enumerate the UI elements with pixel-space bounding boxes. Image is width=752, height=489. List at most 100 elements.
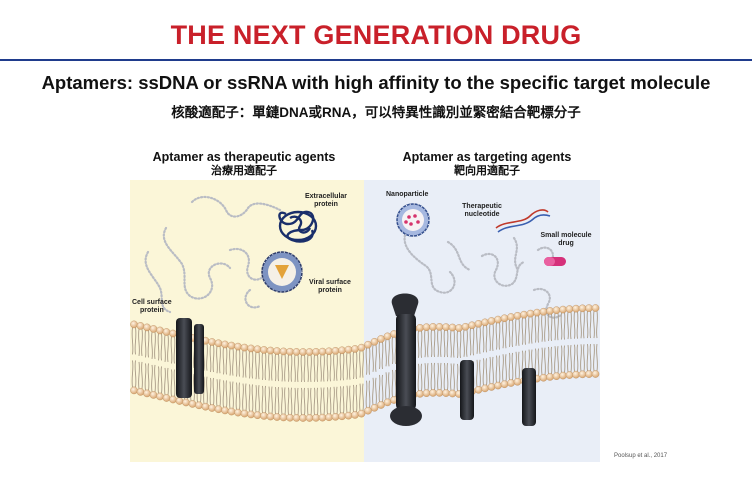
lipid-head [578,304,587,313]
lipid-tail [443,363,446,391]
lipid-tail [251,351,254,379]
lipid-head [201,402,210,411]
lipid-tail [222,347,225,375]
therapeutic-nucleotide [495,209,551,233]
lipid-tail [281,354,283,382]
lipid-head [416,324,424,332]
therapeutic-heading-chinese: 治療用適配子 [211,165,277,177]
lipid-tail [593,343,595,372]
lipid-head [266,346,275,355]
lipid-tail [209,344,212,373]
lipid-tail [430,329,433,357]
lipid-tail [238,382,241,410]
lipid-tail [290,354,293,382]
lipid-head [591,304,600,312]
lipid-tail [307,387,309,416]
lipid-tail [388,372,390,400]
lipid-tail [316,387,319,415]
lipid-head [377,335,385,343]
lipid-tail [362,350,364,378]
lipid-tail [498,355,501,383]
lipid-tail [417,330,420,358]
lipid-tail [424,363,426,391]
lipid-head [299,348,307,356]
lipid-head [520,310,528,319]
lipid-tail [359,350,361,378]
lipid-tail [563,312,566,340]
lipid-tail [229,348,231,376]
lipid-tail [378,341,381,370]
lipid-tail [489,356,491,384]
lipid-head [279,413,288,422]
lipid-tail [355,384,358,412]
lipid-tail [570,344,572,373]
lipid-tail [391,369,394,398]
lipid-head [559,305,567,314]
therapeutic-heading-block: Aptamer as therapeutic agents 治療用適配子 [128,150,360,178]
lipid-tail [557,313,559,341]
lipid-tail [550,346,553,374]
lipid-tail [235,349,238,377]
subtitle-chinese: 核酸適配子：單鏈DNA或RNA，可以特異性識別並緊密結合靶標分子 [171,105,581,120]
lipid-tail [580,344,582,372]
lipid-head [169,329,177,338]
lipid-head [162,394,171,402]
lipid-tail [141,361,143,389]
lipid-tail [307,354,309,383]
lipid-tail [206,343,208,371]
lipid-head [487,317,496,325]
lipid-head [299,414,307,422]
lipid-head [260,346,268,354]
lipid-tail [547,313,550,341]
lipid-head [247,410,255,419]
lipid-tail [541,314,543,342]
lipid-tail [271,353,273,381]
lipid-head [331,347,340,355]
lipid-tail [170,369,173,397]
lipid-tail [450,330,452,358]
lipid-tail [459,330,462,359]
lipid-head [468,321,476,330]
lipid-tail [446,363,449,391]
lipid-head [539,307,548,316]
lipid-tail [248,351,251,379]
lipid-head [260,412,268,420]
lipid-head [526,309,535,318]
lipid-tail [385,339,387,367]
lipid-head [344,411,353,420]
lipid-tail [368,380,371,408]
extracellular-protein [278,210,318,243]
lipid-head [208,404,216,412]
lipid-head [175,397,184,405]
lipid-head [422,323,431,331]
lipid-tail [349,352,351,380]
lipid-tail [138,328,140,356]
lipid-tail [476,326,478,354]
lipid-tail [589,311,592,339]
lipid-tail [287,354,290,382]
lipid-tail [320,354,322,382]
lipid-tail [219,346,221,374]
lipid-tail [495,322,498,350]
page-title: THE NEXT GENERATION DRUG [170,20,582,50]
lipid-head [552,372,561,381]
lipid-head [474,386,483,394]
lipid-tail [336,353,338,381]
lipid-tail [144,330,147,358]
lipid-tail [160,366,163,394]
lipid-tail [303,387,306,416]
lipid-tail [365,347,368,375]
lipid-tail [355,351,358,379]
lipid-tail [352,384,355,412]
lipid-head [461,322,470,331]
lipid-tail [134,327,137,355]
lipid-tail [567,312,569,340]
lipid-tail [300,387,303,416]
targeting-heading-chinese: 靶向用適配子 [454,165,520,177]
lipid-head [442,323,450,331]
lipid-tail [589,344,592,372]
